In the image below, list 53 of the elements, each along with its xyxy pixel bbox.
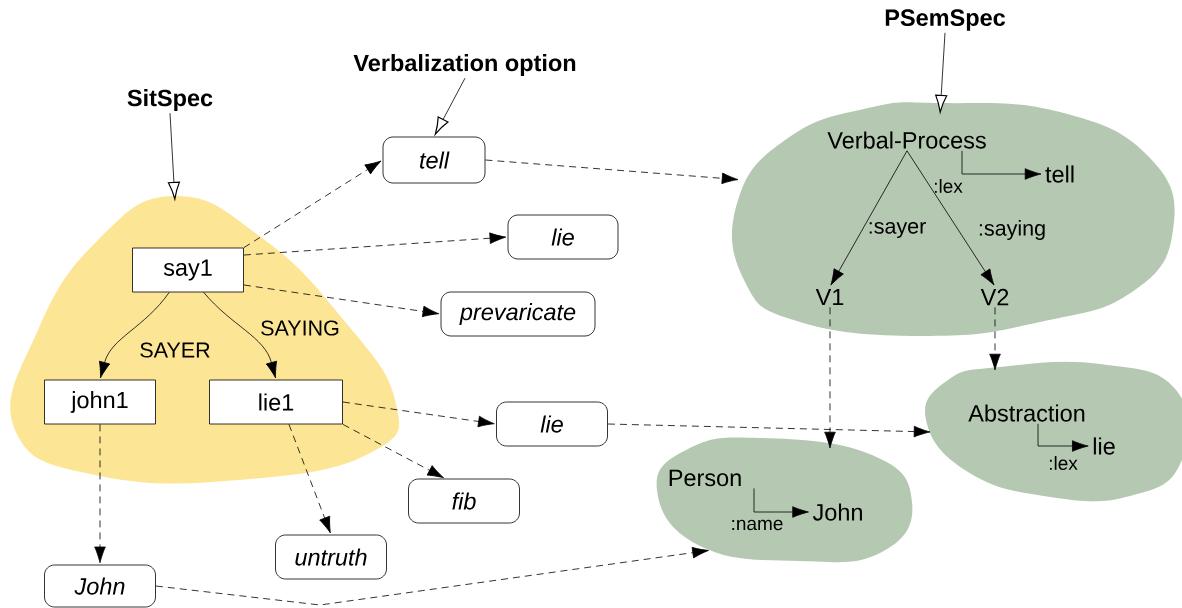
arrow [203,292,277,379]
node-label: V1 [815,288,844,306]
arrow [906,150,995,286]
leader-line [935,32,948,113]
option-box: untruth [275,534,387,580]
arrow [961,150,1042,180]
node-label: Person [669,469,741,487]
concept-box: lie1 [209,379,343,425]
option-box: prevaricate [440,291,596,337]
dashed-arrow [824,306,836,449]
dashed-arrow [485,159,739,185]
blob-region [656,437,913,563]
blob-region [924,361,1182,502]
dashed-arrow [243,232,507,256]
concept-box: say1 [132,247,244,293]
option-box: fib [408,478,520,524]
edge-label: :saying [979,220,1045,241]
edge-label: :name [732,519,783,531]
option-box: tell [382,136,486,184]
leader-line [434,77,466,135]
arrow [1037,423,1089,452]
concept-box: john1 [44,379,156,425]
dashed-arrow [155,546,709,606]
node-label: Verbal-Process [827,131,986,149]
edge-label: :lex [934,179,963,193]
dashed-arrow [607,423,931,438]
node-label: V2 [980,288,1009,306]
dashed-arrow [243,284,440,318]
arrow [830,150,908,286]
dashed-arrow [288,424,331,534]
edge-label: SAYER [140,342,210,358]
node-label: tell [1045,165,1074,183]
option-box: lie [507,214,619,260]
dashed-arrow [243,160,382,248]
leader-line [167,112,181,200]
title-label: Verbalization option [353,54,576,76]
edge-label: :lex [1049,456,1078,470]
arrow [99,292,170,379]
node-label: lie [1093,437,1115,455]
edge-label: :sayer [869,222,926,239]
arrow [753,488,809,518]
node-label: Abstraction [968,404,1085,422]
dashed-arrow [342,424,444,479]
edge-label: SAYING [261,320,339,336]
node-label: John [812,503,862,521]
title-label: SitSpec [127,89,213,111]
blob-region [731,102,1175,336]
dashed-arrow [342,401,495,428]
dashed-arrow [989,307,1001,371]
option-box: John [44,564,156,608]
dashed-arrow [94,424,106,564]
title-label: PSemSpec [885,9,1006,31]
option-box: lie [496,401,608,447]
